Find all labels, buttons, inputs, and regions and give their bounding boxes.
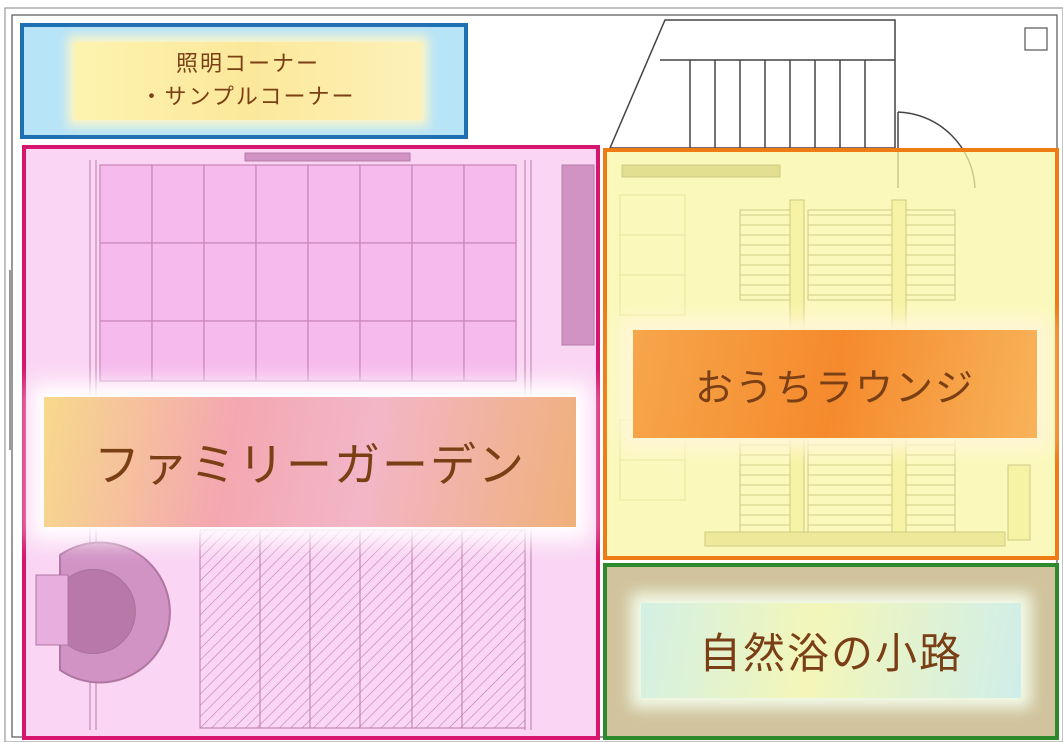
zone-family-label: ファミリーガーデン [44, 397, 576, 527]
zone-lounge-label: おうちラウンジ [633, 330, 1037, 438]
staircase [608, 19, 976, 189]
corner-post [1024, 27, 1048, 51]
outer-boundary [4, 7, 1063, 742]
zone-family-garden[interactable]: ファミリーガーデン [22, 145, 600, 740]
zone-lighting-label: 照明コーナー ・サンプルコーナー [74, 42, 422, 120]
zone-nature-path[interactable]: 自然浴の小路 [603, 563, 1059, 740]
zone-lighting-label-line1: 照明コーナー [175, 52, 320, 77]
zone-lighting-sample-corner[interactable]: 照明コーナー ・サンプルコーナー [20, 23, 468, 139]
zone-home-lounge[interactable]: おうちラウンジ [603, 148, 1059, 560]
zone-lighting-label-line2: ・サンプルコーナー [140, 85, 356, 110]
zone-path-label: 自然浴の小路 [641, 603, 1021, 698]
